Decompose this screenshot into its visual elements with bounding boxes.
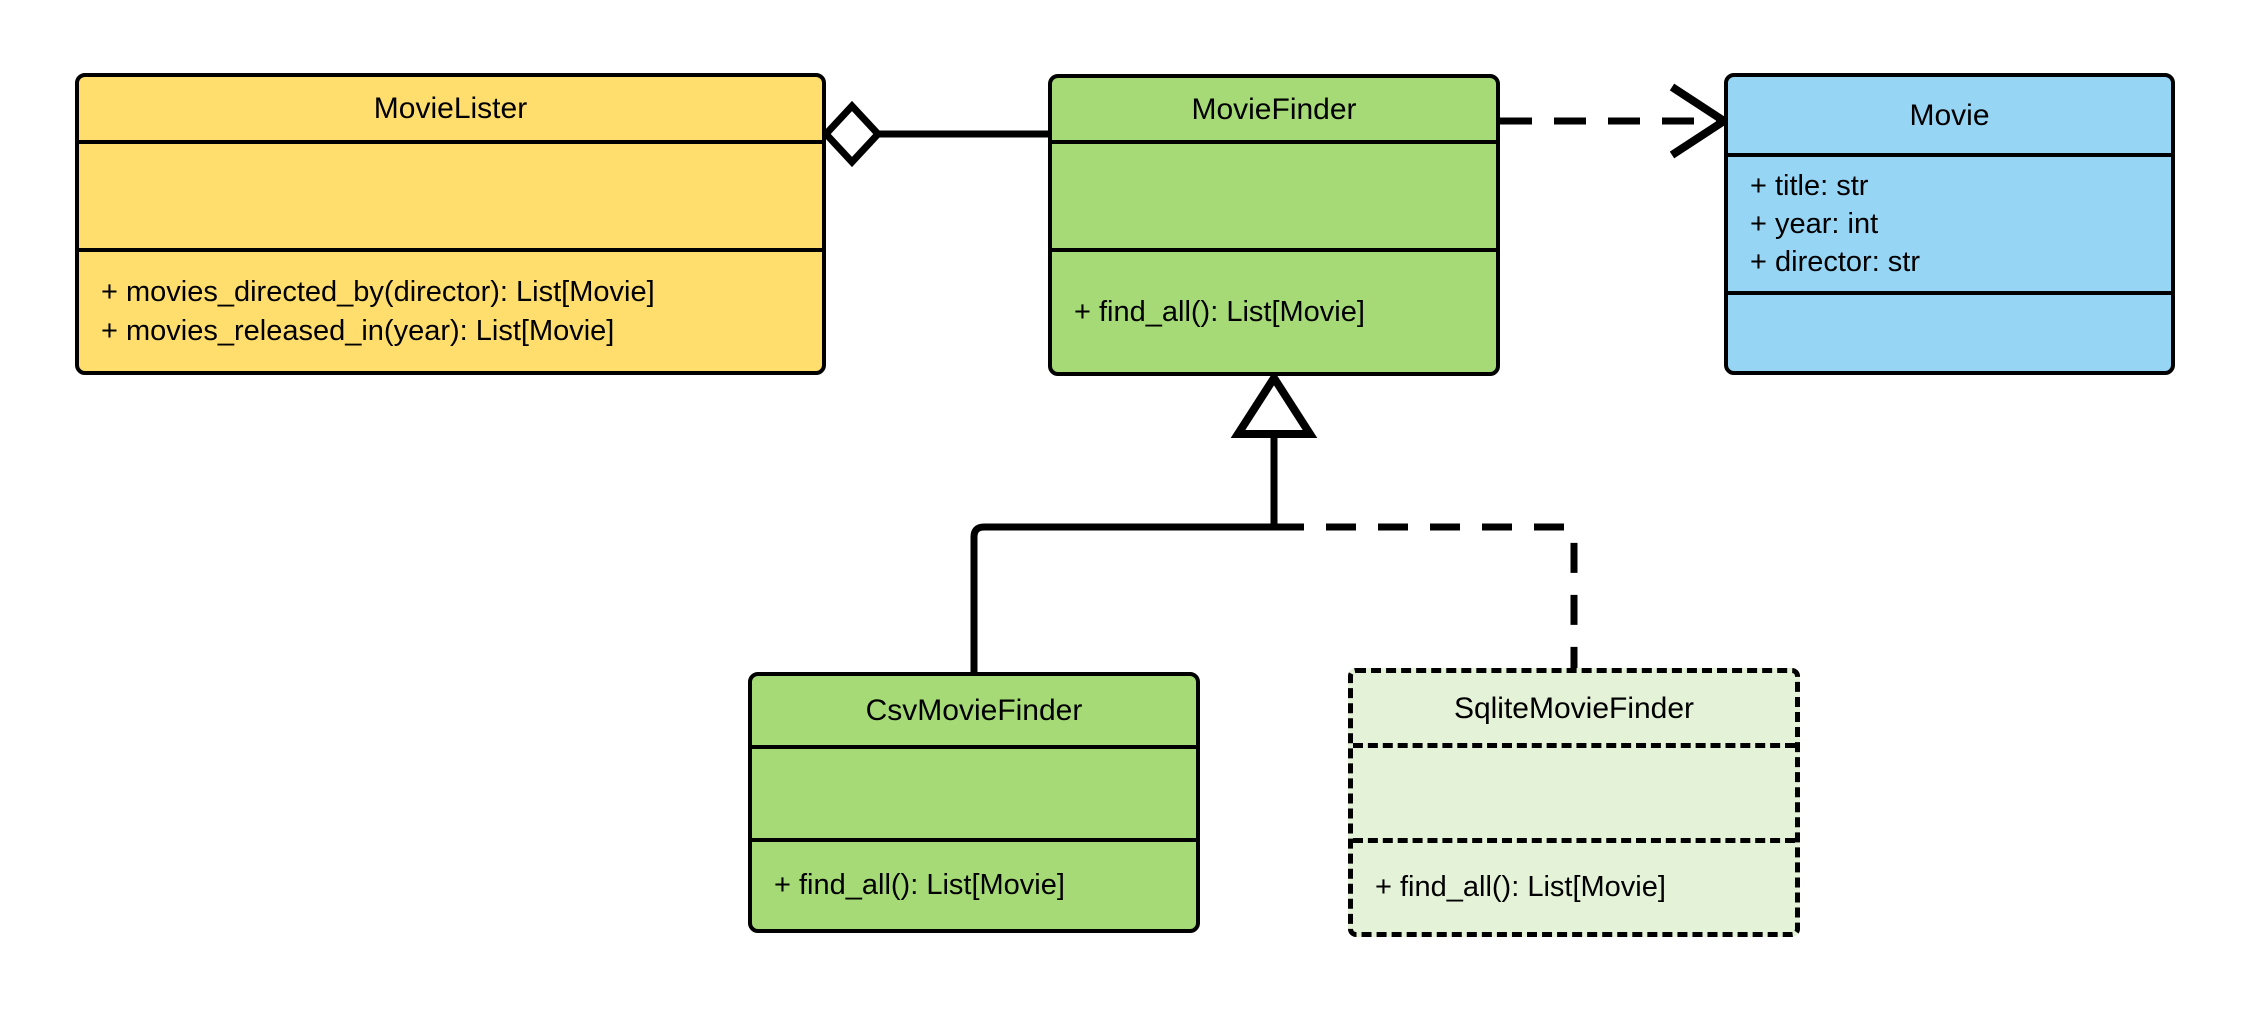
- method-item: + find_all(): List[Movie]: [1375, 871, 1666, 904]
- class-box-sqlite-movie-finder[interactable]: SqliteMovieFinder + find_all(): List[Mov…: [1348, 668, 1800, 937]
- attribute-item: + year: int: [1750, 207, 1879, 240]
- method-item: + movies_released_in(year): List[Movie]: [101, 314, 615, 347]
- class-name-compartment: Movie: [1728, 77, 2171, 153]
- edge-aggregation-lister-finder[interactable]: [821, 100, 1048, 168]
- method-item: + find_all(): List[Movie]: [1074, 295, 1365, 328]
- class-attributes-compartment: [79, 140, 822, 248]
- class-methods-compartment: + find_all(): List[Movie]: [1052, 248, 1496, 372]
- class-box-csv-movie-finder[interactable]: CsvMovieFinder + find_all(): List[Movie]: [748, 672, 1200, 933]
- method-item: + movies_directed_by(director): List[Mov…: [101, 276, 655, 309]
- class-methods-compartment: [1728, 291, 2171, 371]
- class-title-movie-finder: MovieFinder: [1191, 92, 1357, 126]
- class-methods-compartment: + find_all(): List[Movie]: [752, 838, 1196, 929]
- class-box-movie-finder[interactable]: MovieFinder + find_all(): List[Movie]: [1048, 74, 1500, 376]
- class-box-movie[interactable]: Movie + title: str + year: int + directo…: [1724, 73, 2175, 375]
- class-attributes-compartment: [1353, 743, 1795, 838]
- class-methods-compartment: + find_all(): List[Movie]: [1353, 838, 1795, 932]
- class-name-compartment: MovieFinder: [1052, 78, 1496, 140]
- class-methods-compartment: + movies_directed_by(director): List[Mov…: [79, 248, 822, 371]
- class-box-movie-lister[interactable]: MovieLister + movies_directed_by(directo…: [75, 73, 826, 375]
- class-attributes-compartment: [752, 745, 1196, 838]
- edge-dependency-finder-movie[interactable]: [1500, 83, 1732, 159]
- class-name-compartment: MovieLister: [79, 77, 822, 140]
- class-title-movie: Movie: [1909, 98, 1990, 132]
- class-attributes-compartment: + title: str + year: int + director: str: [1728, 153, 2171, 291]
- hollow-triangle-icon: [1230, 370, 1318, 438]
- method-item: + find_all(): List[Movie]: [774, 869, 1065, 902]
- realization-sqlite-line: [1274, 523, 1578, 668]
- edge-realization-sqlite-branch[interactable]: [1274, 523, 1578, 668]
- class-name-compartment: CsvMovieFinder: [752, 676, 1196, 745]
- class-title-csv-movie-finder: CsvMovieFinder: [865, 694, 1083, 727]
- attribute-item: + title: str: [1750, 169, 1869, 202]
- hollow-diamond-icon: [821, 100, 883, 168]
- edge-generalization-csv-branch[interactable]: [970, 523, 1274, 672]
- class-title-movie-lister: MovieLister: [373, 92, 528, 125]
- edge-generalization-trunk[interactable]: [1230, 370, 1318, 527]
- class-attributes-compartment: [1052, 140, 1496, 248]
- attribute-item: + director: str: [1750, 246, 1921, 279]
- class-title-sqlite-movie-finder: SqliteMovieFinder: [1453, 691, 1695, 725]
- generalization-csv-line: [970, 523, 1274, 672]
- class-name-compartment: SqliteMovieFinder: [1353, 673, 1795, 743]
